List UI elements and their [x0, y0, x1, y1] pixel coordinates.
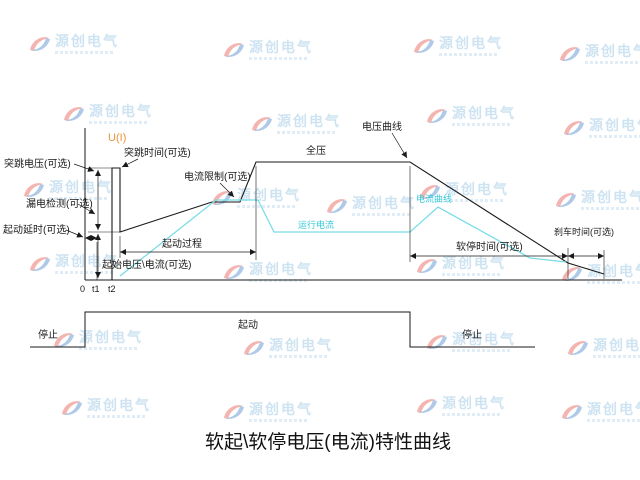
y-axis-label-u: U: [108, 132, 116, 144]
leader-arrows: [65, 132, 408, 238]
voltage-curve-leader: [391, 132, 408, 159]
axes: [84, 128, 622, 281]
soft-stop-time-label: 软停时间(可选): [456, 240, 523, 253]
initial-voltage-current-label: 起始电压\电流(可选): [102, 258, 191, 271]
current-limit-leader: [219, 182, 235, 198]
signal-stop-right-label: 停止: [462, 328, 482, 341]
t2-label: t2: [108, 284, 116, 294]
voltage-curve-line: [111, 161, 605, 280]
y-axis-label-i: (I): [116, 132, 126, 144]
jump-time-leader: [121, 158, 139, 168]
diagram-title: 软起\软停电压(电流)特性曲线: [205, 431, 451, 453]
full-voltage-label: 全压: [306, 144, 326, 157]
current-curve-line: [119, 199, 567, 277]
origin-label: 0: [80, 284, 85, 294]
t1-label: t1: [92, 284, 100, 294]
jump-voltage-leader: [73, 163, 95, 172]
leakage-leader: [77, 203, 96, 215]
signal-start-label: 起动: [238, 319, 258, 331]
start-stop-signal-line: [30, 311, 535, 348]
leakage-detection-label: 漏电检测(可选): [26, 197, 93, 210]
start-process-label: 起动过程: [162, 237, 202, 250]
signal-stop-left-label: 停止: [38, 328, 58, 341]
current-curve-label: 电流曲线: [416, 193, 452, 204]
brake-time-label: 刹车时间(可选): [554, 226, 614, 237]
jump-time-label: 突跳时间(可选): [124, 146, 191, 159]
start-delay-leader: [65, 229, 84, 238]
start-delay-label: 起动延时(可选): [3, 223, 70, 236]
current-limit-label: 电流限制(可选): [184, 170, 251, 183]
jump-voltage-label: 突跳电压(可选): [4, 157, 71, 170]
running-current-label: 运行电流: [298, 219, 334, 230]
voltage-curve-label: 电压曲线: [362, 120, 402, 133]
